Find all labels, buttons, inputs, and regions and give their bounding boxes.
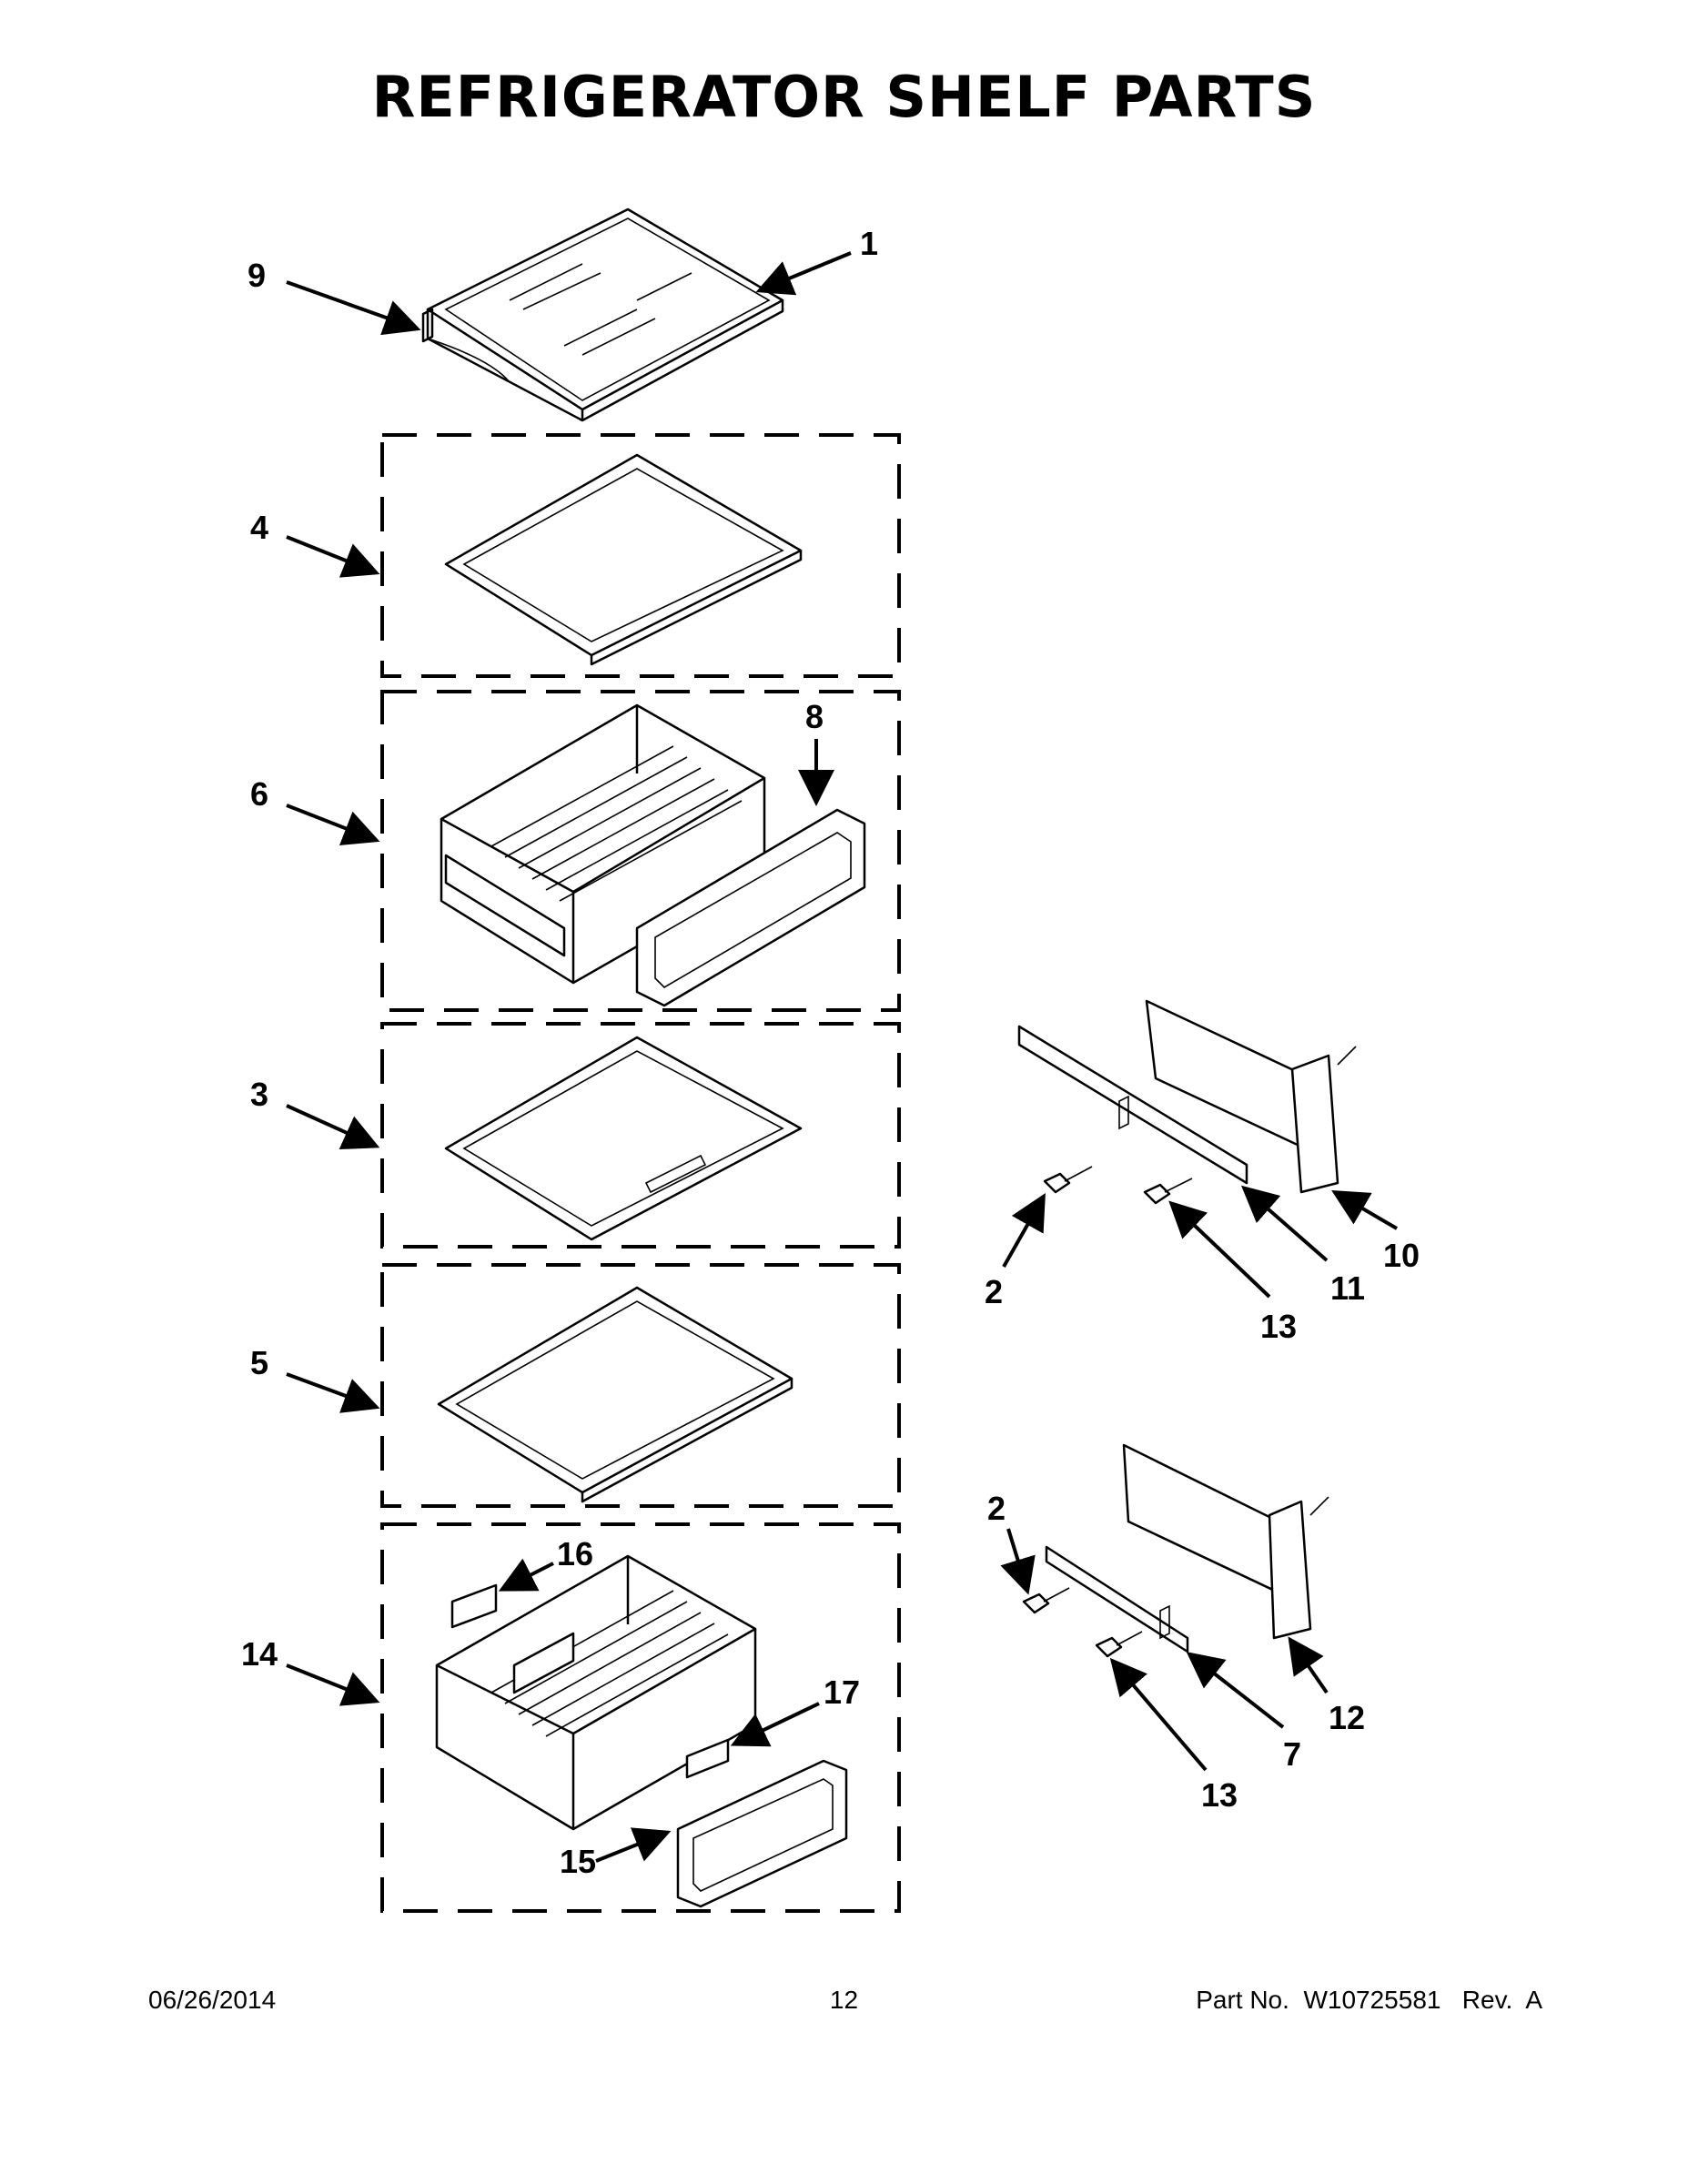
shelf-frame-part-5 xyxy=(437,1286,793,1503)
callout-6: 6 xyxy=(250,775,268,813)
glass-shelf-part-1 xyxy=(421,207,784,422)
footer-page-number: 12 xyxy=(829,1986,859,2014)
filter-tab-part-16 xyxy=(450,1583,498,1629)
callout-3: 3 xyxy=(250,1076,268,1113)
footer-date: 06/26/2014 xyxy=(148,1986,277,2014)
drawer-front-part-8 xyxy=(635,808,866,1007)
callout-4: 4 xyxy=(250,509,268,546)
dashed-group-14 xyxy=(380,1522,901,1913)
shelf-frame-part-3 xyxy=(444,1036,803,1241)
callout-13-upper: 13 xyxy=(1260,1308,1297,1345)
footer-part-number: Part No. W10725581 Rev. A xyxy=(1196,1986,1542,2014)
dashed-group-3 xyxy=(380,1022,901,1249)
page-title: REFRIGERATOR SHELF PARTS xyxy=(371,64,1317,130)
callout-1: 1 xyxy=(860,225,878,262)
rail-part-11 xyxy=(1017,1025,1248,1185)
drawer-front-part-15 xyxy=(676,1759,848,1908)
callout-16: 16 xyxy=(557,1535,593,1572)
callout-15: 15 xyxy=(560,1843,596,1880)
screw-part-2-lower xyxy=(1022,1587,1070,1614)
callout-2-upper: 2 xyxy=(985,1273,1003,1310)
leader-arrows xyxy=(286,251,1399,1863)
crisper-drawer-part-6 xyxy=(440,703,766,985)
slider-part-17 xyxy=(685,1738,730,1779)
screw-part-13-upper xyxy=(1143,1178,1193,1205)
callout-10: 10 xyxy=(1383,1237,1420,1274)
callout-7: 7 xyxy=(1283,1735,1301,1773)
callout-12: 12 xyxy=(1329,1699,1365,1736)
shelf-frame-part-4 xyxy=(444,453,803,666)
screw-part-2-upper xyxy=(1043,1166,1093,1194)
callout-9: 9 xyxy=(248,257,266,294)
dashed-group-5 xyxy=(380,1263,901,1508)
cover-part-10 xyxy=(1145,999,1357,1194)
dashed-group-4 xyxy=(380,433,901,678)
callout-11: 11 xyxy=(1330,1269,1365,1307)
screw-part-13-lower xyxy=(1095,1631,1143,1658)
callout-8: 8 xyxy=(805,698,824,735)
callout-13-lower: 13 xyxy=(1201,1776,1238,1814)
cover-part-12 xyxy=(1122,1443,1329,1640)
dashed-group-6 xyxy=(380,690,901,1012)
callout-2-lower: 2 xyxy=(987,1490,1006,1527)
callout-14: 14 xyxy=(241,1635,278,1673)
rail-part-7 xyxy=(1045,1545,1189,1653)
callout-17: 17 xyxy=(824,1673,860,1711)
callout-5: 5 xyxy=(250,1344,268,1381)
